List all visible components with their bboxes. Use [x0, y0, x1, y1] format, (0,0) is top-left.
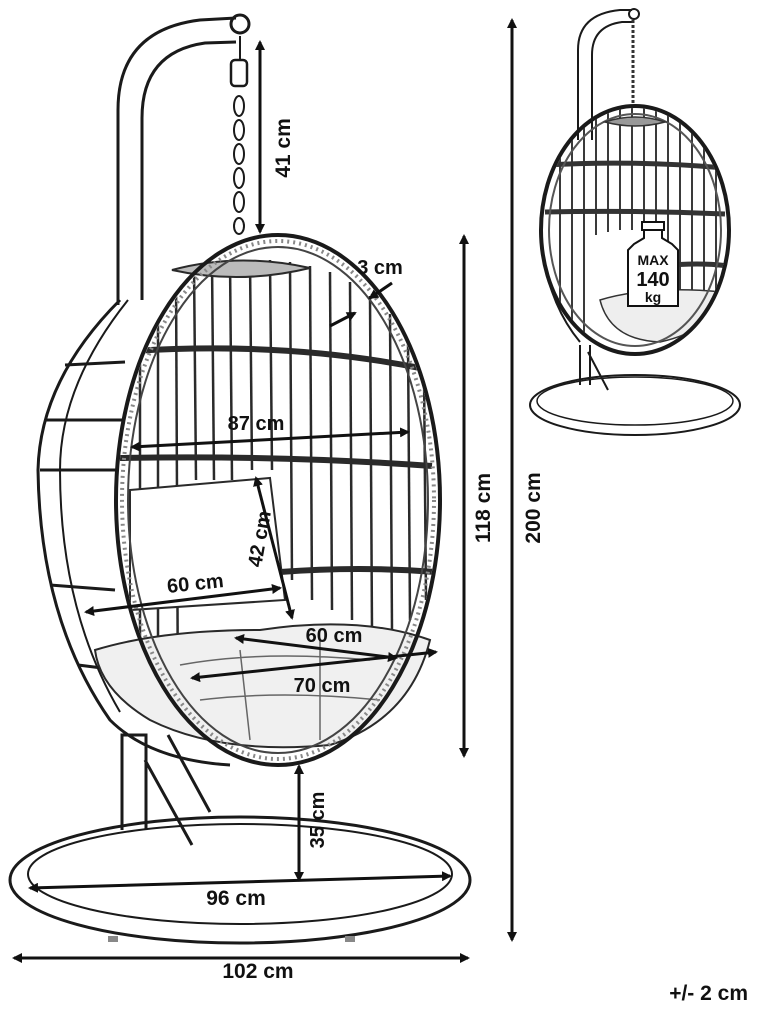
arrow-rim-inner — [329, 311, 357, 328]
dimension-labels: 41 cm 3 cm 87 cm 42 cm 60 cm 60 cm 70 cm… — [166, 118, 748, 1005]
egg-chair-icon — [529, 8, 741, 436]
arrow-width — [130, 427, 410, 452]
weight-icon: MAX 140 kg — [627, 221, 679, 307]
support-pole — [116, 13, 251, 846]
label-tolerance: +/- 2 cm — [669, 982, 748, 1005]
arrow-depth — [84, 584, 282, 616]
weight-value: 140 — [636, 269, 669, 291]
egg-shell — [36, 298, 231, 767]
label-chain: 41 cm — [272, 118, 295, 178]
arrow-seat — [190, 647, 438, 683]
dimension-arrows — [12, 18, 517, 963]
arrow-back — [253, 476, 295, 620]
label-egg-height: 118 cm — [472, 473, 495, 543]
label-cushion: 60 cm — [306, 625, 363, 647]
main-chair-illustration — [8, 13, 472, 945]
base-stand — [8, 815, 472, 945]
label-base-outer: 102 cm — [222, 960, 293, 983]
label-rim: 3 cm — [357, 257, 403, 279]
arrow-base-inner — [28, 871, 452, 893]
label-seat: 70 cm — [294, 675, 351, 697]
label-width: 87 cm — [228, 413, 285, 435]
chain-icon — [229, 36, 249, 235]
label-base-inner: 96 cm — [206, 887, 266, 910]
arrow-rim — [368, 281, 393, 300]
label-total-height: 200 cm — [522, 472, 545, 543]
weight-unit: kg — [645, 289, 661, 305]
label-clearance: 35 cm — [307, 792, 329, 849]
weight-max-label: MAX — [637, 252, 669, 268]
